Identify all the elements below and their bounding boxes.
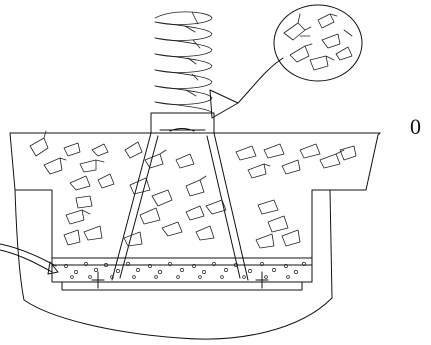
vessel-outline <box>10 133 380 339</box>
bed-supports <box>92 272 268 288</box>
inlet-pipe <box>0 244 58 274</box>
fragments-right <box>236 144 356 248</box>
coil-spring <box>155 12 212 113</box>
funnel-cap <box>151 113 214 133</box>
vessel-inner-wall <box>15 190 330 265</box>
callout-fragments <box>284 14 352 70</box>
fragments-left <box>30 131 114 245</box>
callout-pointer <box>210 58 283 118</box>
fragments-center <box>124 142 226 246</box>
figure-label: 0 <box>410 116 421 138</box>
detail-callout-circle <box>274 5 362 81</box>
